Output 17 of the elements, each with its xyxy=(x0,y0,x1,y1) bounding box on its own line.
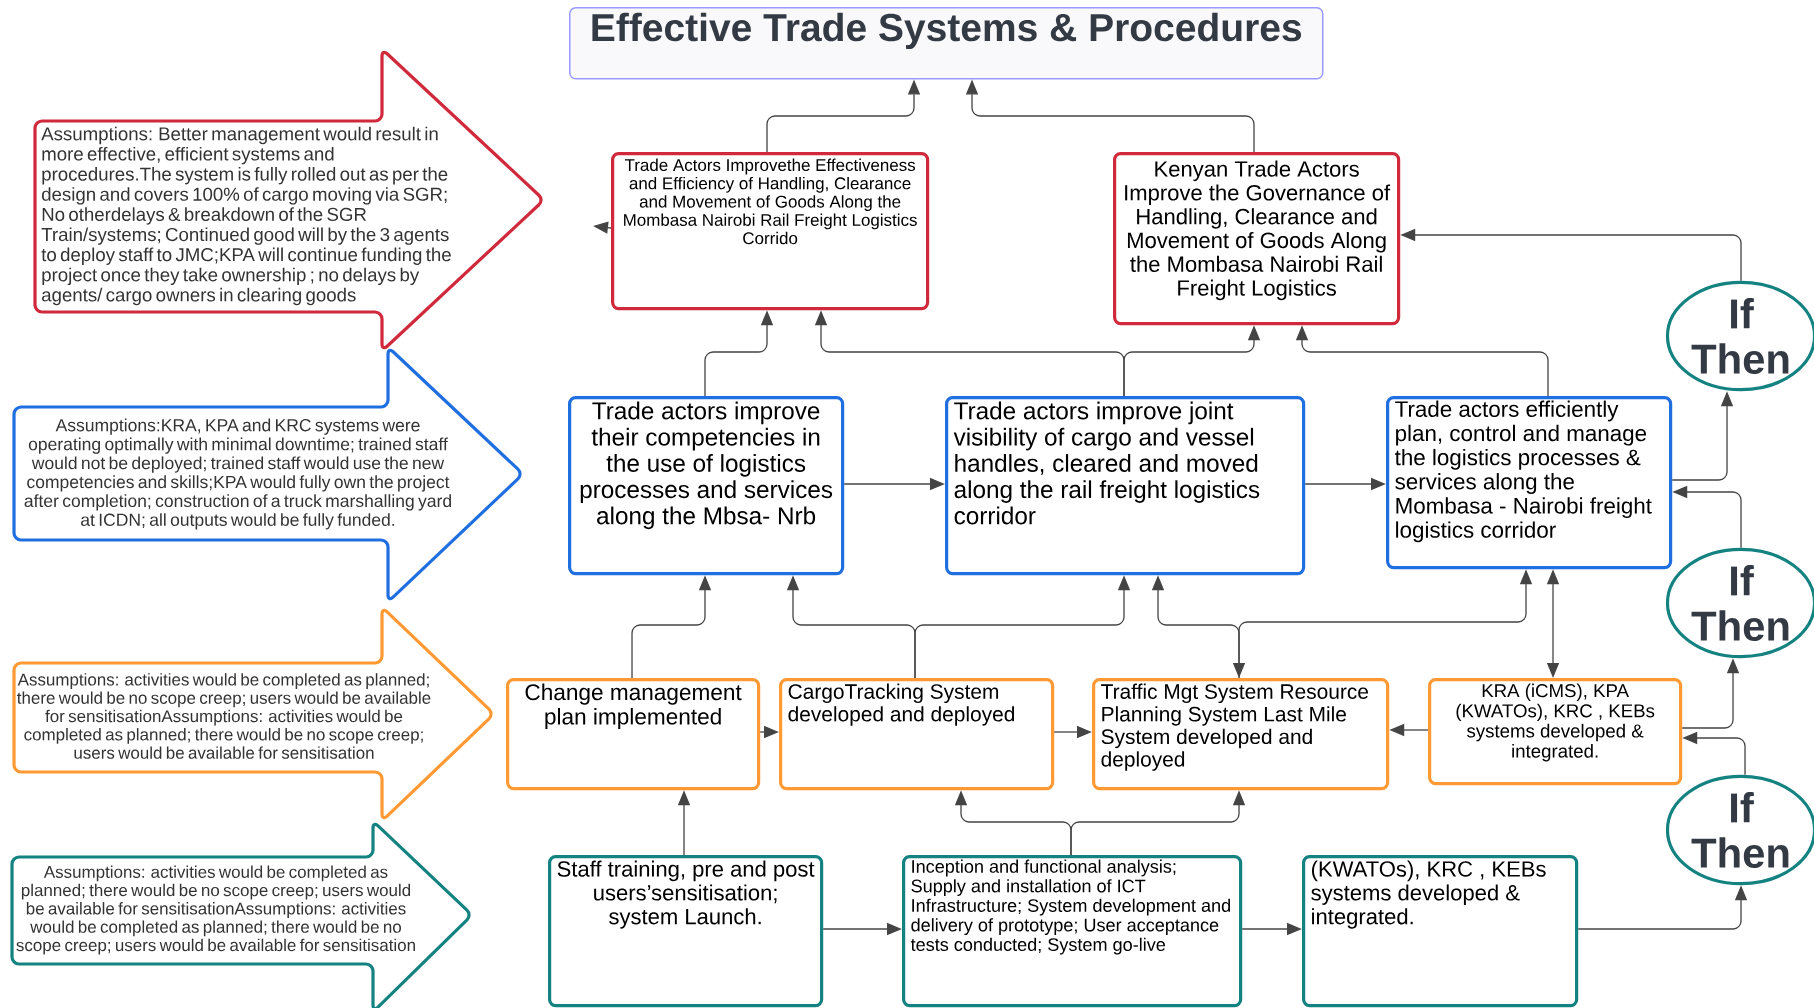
assumption-callout: Assumptions:KRA, KPA and KRC systems were operating optimally with minimal downtime; trained staff would not be deployed; trained staff would use the new competencies and skills;KPA would fully own the project after completion; construction of a truck marshalling yard at ICDN; all outputs would be fully funded. xyxy=(12,348,522,601)
result-box: Trade actors improve their competencies in the use of logistics processes and services along the Mbsa- Nrb xyxy=(568,396,845,576)
result-box: CargoTracking System developed and deployed xyxy=(779,678,1055,791)
assumption-callout: Assumptions: Better management would result in more effective, efficient systems and procedures.The system is fully rolled out as per the design and covers 100% of cargo moving via SGR; No otherdelays & breakdown of the SGR Train/systems; Continued good will by the 3 agents to deploy staff to JMC;KPA will continue funding the project once they take ownership ; no delays by agents/ cargo owners in clearing goods xyxy=(33,50,543,350)
result-box: Trade Actors Improvethe Effectiveness and Efficiency of Handling, Clearance and Movement of Goods Along the Mombasa Nairobi Rail Freight Logistics Corrido xyxy=(611,152,930,311)
result-box: Change management plan implemented xyxy=(506,678,761,791)
result-box: Inception and functional analysis; Supply and installation of ICT Infrastructure; System development and delivery of prototype; User acceptance tests conducted; System go-live xyxy=(902,855,1243,1008)
assumption-callout: Assumptions: activities would be completed as planned; there would be no scope creep; users would be available for sensitisationAssumptions: activities would be completed as planned; there would be no scope creep; users would be available for sensitisation xyxy=(12,608,493,820)
result-box: Kenyan Trade Actors Improve the Governance of Handling, Clearance and Movement of Goods Along the Mombasa Nairobi Rail Freight Logistics xyxy=(1113,152,1401,326)
result-box: Traffic Mgt System Resource Planning System Last Mile System developed and deployed xyxy=(1092,678,1390,791)
result-box: Trade actors improve joint visibility of cargo and vessel handles, cleared and moved along the rail freight logistics corridor xyxy=(945,396,1306,576)
result-box: Staff training, pre and post users’sensitisation; system Launch. xyxy=(548,855,824,1008)
assumption-callout: Assumptions: activities would be completed as planned; there would be no scope creep; users would be available for sensitisationAssumptions: activities would be completed as planned; there would be no scope creep; users would be available for sensitisation xyxy=(10,822,471,1008)
result-box: Trade actors efficiently plan, control and manage the logistics processes & services along the Mombasa - Nairobi freight logistics corridor xyxy=(1386,396,1673,570)
result-box: KRA (iCMS), KPA (KWATOs), KRC , KEBs systems developed & integrated. xyxy=(1428,678,1683,786)
title-box: Effective Trade Systems & Procedures xyxy=(569,7,1324,80)
result-box: (KWATOs), KRC , KEBs systems developed & integrated. xyxy=(1302,855,1579,1008)
